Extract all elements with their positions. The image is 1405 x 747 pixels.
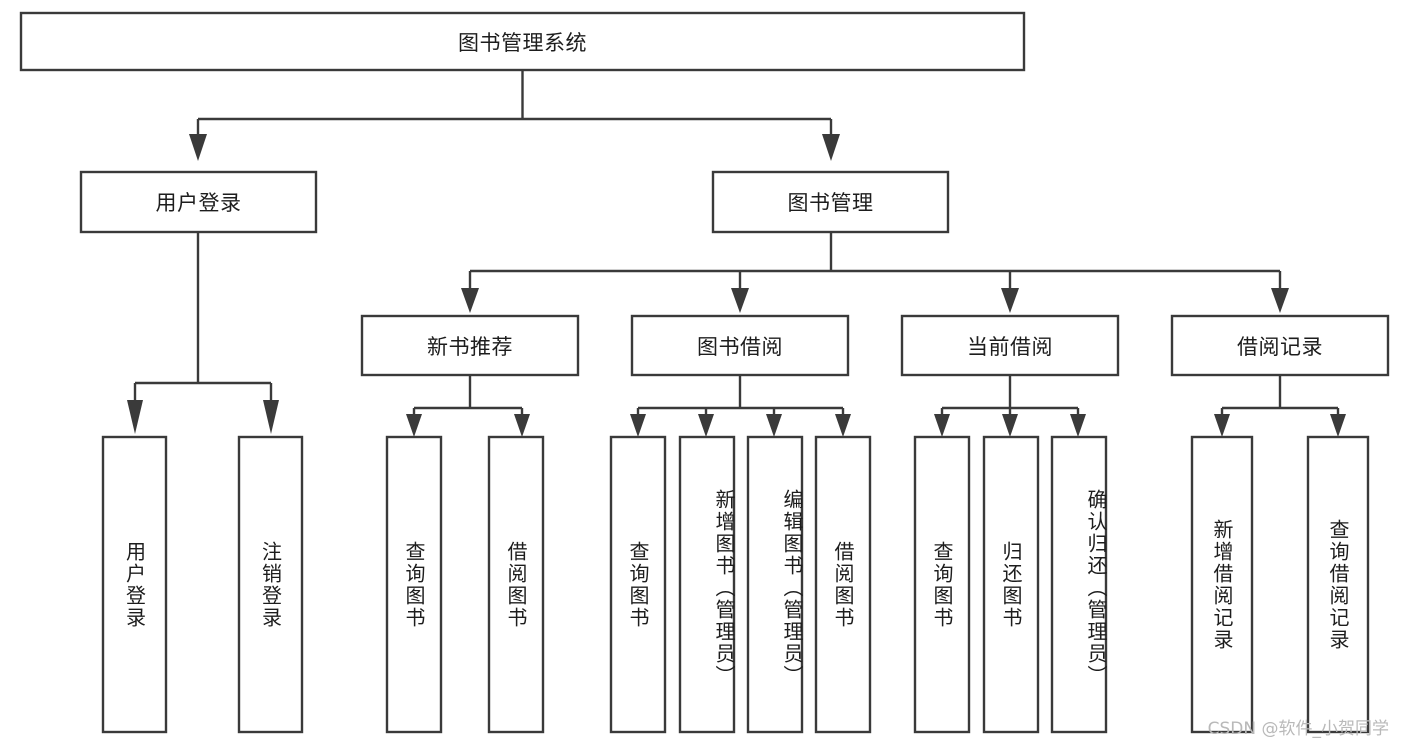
arrow-head-leaf-add-book [698,414,714,437]
node-box-new-book-recommend[interactable] [360,314,580,377]
node-box-user-login[interactable] [79,170,318,234]
node-box-borrow-record[interactable] [1170,314,1390,377]
arrow-head-borrow-record [1271,288,1289,313]
arrow-head-new-book-recommend [461,288,479,313]
arrow-head-leaf-query-record [1330,414,1346,437]
arrow-head-leaf-query-book-3 [934,414,950,437]
node-box-leaf-add-book[interactable] [678,435,736,734]
node-box-leaf-add-record[interactable] [1190,435,1254,734]
arrow-head-leaf-return-book [1002,414,1018,437]
node-box-leaf-user-logout[interactable] [237,435,304,734]
node-box-leaf-edit-book[interactable] [746,435,804,734]
node-box-book-borrow[interactable] [630,314,850,377]
arrow-head-leaf-add-record [1214,414,1230,437]
node-box-leaf-query-book-1[interactable] [385,435,443,734]
arrow-head-leaf-user-login [127,400,143,434]
arrow-head-leaf-confirm-return [1070,414,1086,437]
node-box-book-management[interactable] [711,170,950,234]
arrow-head-leaf-borrow-book-2 [835,414,851,437]
arrow-head-book-management [822,134,840,161]
arrow-head-user-login [189,134,207,161]
arrow-head-leaf-query-book-2 [630,414,646,437]
arrow-head-leaf-query-book-1 [406,414,422,437]
node-box-leaf-query-record[interactable] [1306,435,1370,734]
arrow-head-book-borrow [731,288,749,313]
node-box-leaf-user-login[interactable] [101,435,168,734]
arrow-head-leaf-user-logout [263,400,279,434]
arrow-head-leaf-borrow-book-1 [514,414,530,437]
arrow-head-current-borrow [1001,288,1019,313]
node-box-root[interactable] [19,11,1026,72]
node-box-leaf-borrow-book-1[interactable] [487,435,545,734]
node-box-leaf-return-book[interactable] [982,435,1040,734]
node-box-leaf-borrow-book-2[interactable] [814,435,872,734]
node-box-leaf-confirm-return[interactable] [1050,435,1108,734]
node-box-leaf-query-book-2[interactable] [609,435,667,734]
node-box-leaf-query-book-3[interactable] [913,435,971,734]
node-box-current-borrow[interactable] [900,314,1120,377]
arrow-head-leaf-edit-book [766,414,782,437]
